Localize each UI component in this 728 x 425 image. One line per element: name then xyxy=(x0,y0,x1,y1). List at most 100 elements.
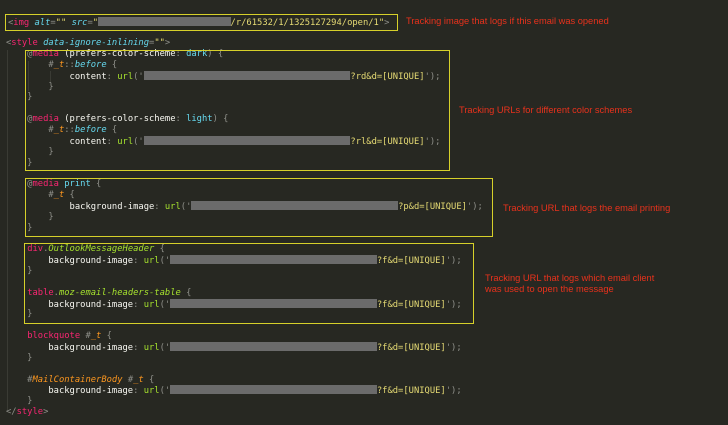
annotation-client-line2: was used to open the message xyxy=(485,284,614,294)
code-token: '); xyxy=(445,299,462,310)
code-token: : xyxy=(133,343,144,353)
code-line: #_t { xyxy=(6,190,75,201)
code-token: } xyxy=(6,81,54,92)
code-token: (' xyxy=(159,343,171,353)
code-line: } xyxy=(6,81,54,93)
code-token: div xyxy=(27,244,44,255)
code-token: url xyxy=(143,386,160,397)
code-token: ?f&d=[UNIQUE] xyxy=(376,386,446,397)
code-line: } xyxy=(6,158,32,169)
code-token: : xyxy=(106,136,118,147)
annotation-open: Tracking image that logs if this email w… xyxy=(406,16,609,26)
code-token: img xyxy=(13,17,30,28)
code-token: { xyxy=(154,244,165,255)
code-line: @media (prefers-color-scheme: light) { xyxy=(6,114,228,125)
code-token: _t xyxy=(90,331,102,342)
code-token: _t xyxy=(53,190,65,201)
code-token: url xyxy=(117,136,134,147)
code-token: _t xyxy=(133,374,144,385)
redacted-url xyxy=(170,298,377,308)
code-token: '); xyxy=(466,201,483,212)
code-token: alt xyxy=(34,17,51,28)
code-token: background-image xyxy=(6,201,155,212)
code-line: background-image: url('?f&d=[UNIQUE]'); xyxy=(6,385,462,396)
code-token: content xyxy=(6,71,107,82)
code-token: = xyxy=(149,38,155,49)
code-token: @ xyxy=(6,49,33,60)
code-line: background-image: url('?f&d=[UNIQUE]'); xyxy=(6,342,462,353)
code-line: } xyxy=(6,223,32,234)
code-token: } xyxy=(6,146,54,157)
code-token xyxy=(6,331,27,341)
code-token: . xyxy=(53,287,59,298)
code-token: } xyxy=(6,211,54,222)
code-token: '); xyxy=(424,136,441,147)
code-token: :: xyxy=(64,125,75,135)
code-token: _t xyxy=(53,59,65,70)
code-token: } xyxy=(6,352,33,363)
code-token: /r/61532/1/1325127294/open/1" xyxy=(230,17,385,28)
redacted-url xyxy=(170,342,377,351)
code-token: (' xyxy=(159,386,171,397)
code-token: { xyxy=(106,125,118,135)
code-token: { xyxy=(101,331,112,342)
code-token: url xyxy=(143,299,160,310)
code-token: '); xyxy=(424,71,441,82)
code-token: } xyxy=(6,396,33,407)
code-token: media xyxy=(32,114,59,125)
code-token: } xyxy=(6,266,33,277)
code-token: @ xyxy=(6,179,33,190)
code-token: ?rd&d=[UNIQUE] xyxy=(350,71,425,82)
code-line: <style data-ignore-inlining=""> xyxy=(6,38,170,49)
code-token: url xyxy=(164,201,181,212)
code-token: ?f&d=[UNIQUE] xyxy=(376,343,446,353)
code-token: :: xyxy=(64,59,75,70)
code-token: < xyxy=(6,38,12,49)
code-line: @media (prefers-color-scheme: dark) { xyxy=(6,49,223,60)
code-token: OutlookMessageHeader xyxy=(48,244,155,255)
code-token: { xyxy=(180,287,192,298)
code-token: } xyxy=(6,157,33,168)
indent-guide xyxy=(28,61,29,91)
code-token: : xyxy=(106,71,118,82)
code-line: @media print { xyxy=(6,179,101,190)
redacted-url xyxy=(170,385,377,395)
annotation-client-line1: Tracking URL that logs which email clien… xyxy=(485,273,655,283)
code-token: } xyxy=(6,92,33,103)
code-token: : xyxy=(133,256,144,267)
code-token: : xyxy=(154,201,165,212)
redacted-url xyxy=(170,255,377,265)
code-token: # xyxy=(80,331,91,342)
code-line: background-image: url('?f&d=[UNIQUE]'); xyxy=(6,298,462,310)
code-token: { xyxy=(143,374,155,385)
code-line: #_t::before { xyxy=(6,125,117,136)
code-token: dark xyxy=(186,49,208,60)
code-token: '); xyxy=(445,343,462,353)
code-token: background-image xyxy=(6,299,134,310)
highlight-box-tracking-image xyxy=(5,14,398,31)
code-token: moz-email-headers-table xyxy=(58,287,181,298)
code-token: table xyxy=(27,287,54,298)
code-token: # xyxy=(6,374,33,385)
code-token: : xyxy=(133,299,144,310)
code-line: <img alt="" src="/r/61532/1/1325127294/o… xyxy=(8,16,389,28)
code-line: background-image: url('?p&d=[UNIQUE]'); xyxy=(6,200,483,212)
code-line: #MailContainerBody #_t { xyxy=(6,375,154,386)
code-token: blockquote xyxy=(27,331,81,342)
annotation-color-schemes: Tracking URLs for different color scheme… xyxy=(459,105,633,115)
redacted-url xyxy=(143,135,351,145)
code-line: } xyxy=(6,92,32,103)
code-token: # xyxy=(122,374,134,385)
code-token: print xyxy=(64,179,91,190)
code-line: } xyxy=(6,146,54,158)
code-token: (' xyxy=(133,136,144,147)
code-token: MailContainerBody xyxy=(32,374,123,385)
code-token: (' xyxy=(159,299,171,310)
code-token: # xyxy=(6,59,54,70)
code-line: content: url('?rl&d=[UNIQUE]'); xyxy=(6,135,441,147)
code-token: style xyxy=(16,407,44,418)
code-token: ) { xyxy=(212,114,229,125)
code-token: > xyxy=(164,38,171,49)
code-token: background-image xyxy=(6,256,134,267)
code-token: } xyxy=(6,309,33,320)
